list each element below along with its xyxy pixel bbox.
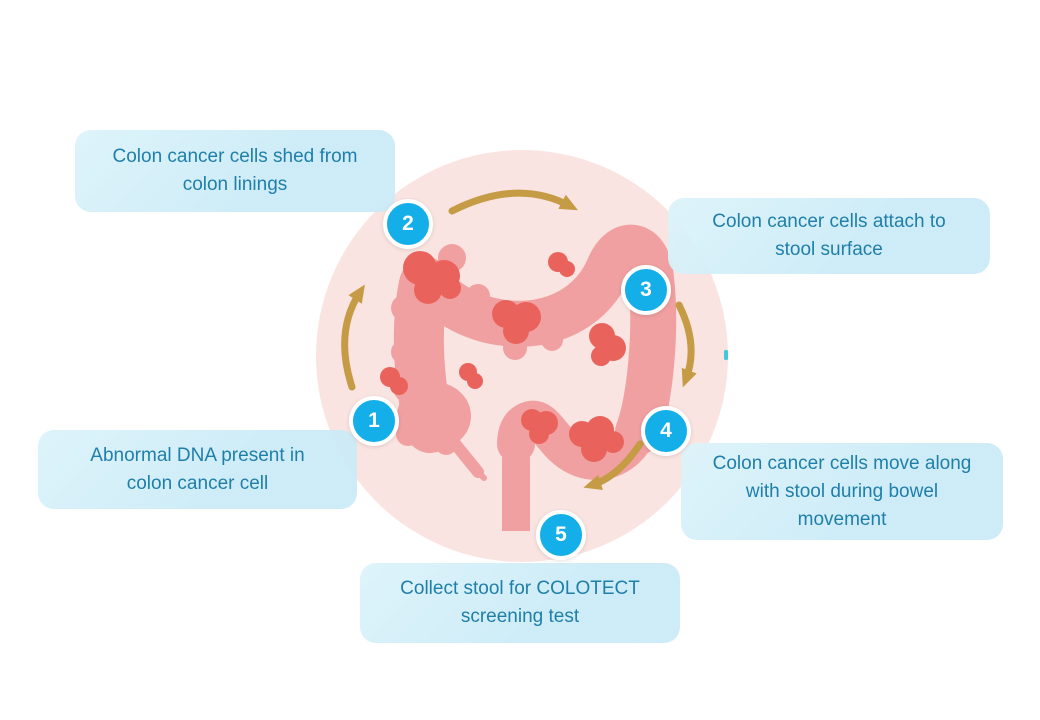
step-5-label-line: screening test [460, 606, 580, 627]
step-badge-2: 2 [383, 199, 433, 249]
curved-arrow-4-to-5-icon [583, 440, 644, 490]
step-3-label-line: stool surface [775, 239, 883, 260]
label-box-step-1: Abnormal DNA present in colon cancer cel… [38, 430, 357, 509]
label-box-step-4: Colon cancer cells move along with stool… [681, 443, 1003, 540]
step-2-label-line: Colon cancer cells shed from [112, 146, 358, 167]
step-badge-4: 4 [641, 406, 691, 456]
label-box-step-2: Colon cancer cells shed from colon linin… [75, 130, 395, 212]
step-badge-3: 3 [621, 265, 671, 315]
label-box-step-3: Colon cancer cells attach to stool surfa… [668, 198, 990, 274]
step-4-label-line: movement [797, 508, 887, 530]
cycle-arrows [341, 189, 697, 490]
step-5-label-line: Collect stool for COLOTECT [400, 578, 640, 599]
step-1-label-line: colon cancer cell [126, 472, 269, 494]
step-3-label-line: Colon cancer cells attach to [712, 211, 946, 232]
curved-arrow-3-to-4-icon [675, 301, 697, 388]
step-badge-5: 5 [536, 510, 586, 560]
step-1-label-line: Abnormal DNA present in [90, 444, 305, 466]
tumor-clusters [380, 251, 626, 462]
curved-arrow-1-to-2-icon [341, 284, 365, 391]
step-badge-1: 1 [349, 396, 399, 446]
step-4-label-line: with stool during bowel [745, 480, 939, 502]
step-2-label-line: colon linings [182, 174, 288, 195]
label-box-step-5: Collect stool for COLOTECT screening tes… [360, 563, 680, 643]
step-4-label-line: Colon cancer cells move along [712, 452, 972, 474]
teal-tick-mark [724, 350, 728, 360]
curved-arrow-2-to-3-icon [448, 189, 578, 215]
